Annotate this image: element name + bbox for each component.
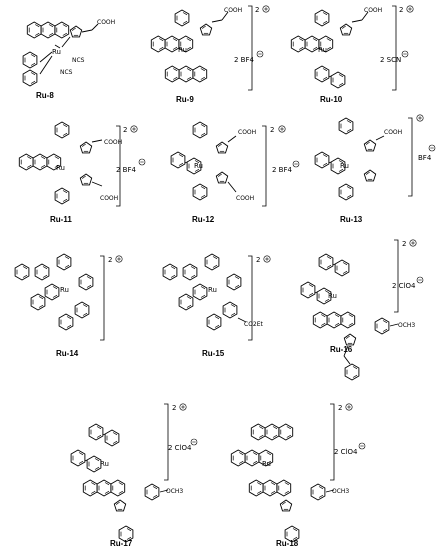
cooh-label: COOH (97, 19, 115, 26)
compound-ru-16: Ru OCH3 2 ClO4 2 Ru-16 (301, 239, 424, 381)
metal-label: Ru (178, 46, 187, 54)
cooh-label-1: COOH (104, 139, 122, 146)
och3-label: OCH3 (398, 322, 415, 329)
cooh-label-1: COOH (238, 129, 256, 136)
ncs-label-1: NCS (72, 57, 85, 64)
counterion: 2 SCN (380, 56, 401, 64)
ncs-label-2: NCS (60, 69, 73, 76)
charge: 2 (338, 404, 342, 412)
metal-label: Ru (208, 286, 217, 294)
compound-ru-11: Ru COOH COOH 2 BF4 2 Ru-11 (19, 121, 146, 224)
cooh-label: COOH (224, 7, 242, 14)
compound-ru-12: Ru COOH COOH 2 BF4 2 Ru-12 (171, 121, 300, 224)
compound-id: Ru-10 (320, 95, 343, 104)
compound-id: Ru-17 (110, 539, 133, 548)
compound-ru-9: Ru COOH 2 BF4 2 Ru-9 (151, 5, 270, 104)
charge: 2 (270, 126, 274, 134)
compound-ru-14: Ru 2 Ru-14 (14, 253, 123, 358)
counterion: 2 BF4 (272, 166, 293, 174)
och3-label: OCH3 (166, 488, 183, 495)
och3-label: OCH3 (332, 488, 349, 495)
charge: 2 (256, 256, 260, 264)
compound-id: Ru-14 (56, 349, 79, 358)
compound-ru-10: Ru COOH 2 SCN 2 Ru-10 (291, 5, 414, 104)
compound-id: Ru-8 (36, 91, 54, 100)
counterion: 2 BF4 (234, 56, 255, 64)
metal-label: Ru (60, 286, 69, 294)
metal-label: Ru (328, 292, 337, 300)
compound-ru-8: Ru COOH NCS NCS Ru-8 (22, 19, 115, 100)
compound-ru-17: Ru OCH3 2 ClO4 2 Ru-17 (71, 403, 198, 548)
charge: 2 (402, 240, 406, 248)
cooh-label-2: COOH (100, 195, 118, 202)
compound-id: Ru-13 (340, 215, 363, 224)
metal-label: Ru (262, 460, 271, 468)
metal-label: Ru (52, 48, 61, 56)
cooh-label-2: COOH (236, 195, 254, 202)
charge: 2 (255, 6, 259, 14)
charge: 2 (108, 256, 112, 264)
cooh-label: COOH (364, 7, 382, 14)
charge: 2 (172, 404, 176, 412)
counterion: 2 ClO4 (334, 448, 358, 456)
charge: 2 (399, 6, 403, 14)
charge: 2 (123, 126, 127, 134)
metal-label: Ru (194, 162, 203, 170)
compound-id: Ru-9 (176, 95, 194, 104)
counterion: 2 ClO4 (392, 282, 416, 290)
metal-label: Ru (56, 164, 65, 172)
compound-id: Ru-11 (50, 215, 72, 224)
counterion: 2 BF4 (116, 166, 137, 174)
compound-id: Ru-15 (202, 349, 225, 358)
compound-id: Ru-12 (192, 215, 215, 224)
compound-id: Ru-18 (276, 539, 299, 548)
counterion: 2 ClO4 (168, 444, 192, 452)
compound-ru-15: Ru CO2Et 2 Ru-15 (162, 253, 271, 358)
counterion: BF4 (418, 154, 432, 162)
co2et-label: CO2Et (244, 321, 264, 328)
metal-label: Ru (100, 460, 109, 468)
cooh-label: COOH (384, 129, 402, 136)
metal-label: Ru (318, 46, 327, 54)
compound-ru-13: Ru COOH BF4 Ru-13 (315, 114, 436, 224)
compound-ru-18: Ru OCH3 2 ClO4 2 Ru-18 (231, 403, 366, 548)
metal-label: Ru (340, 162, 349, 170)
compound-id: Ru-16 (330, 345, 353, 354)
